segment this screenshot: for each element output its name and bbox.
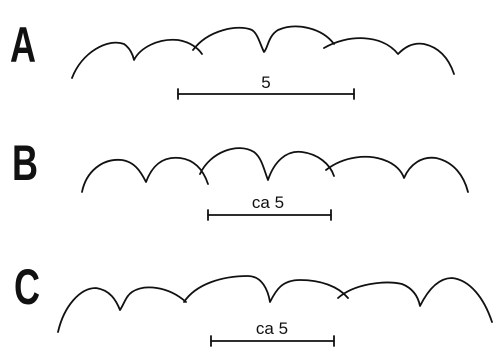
panel-c-outline-right (337, 277, 493, 323)
panel-b-outline-right (325, 155, 469, 193)
panel-b-drawing (81, 147, 469, 221)
panel-a-outline-right (323, 37, 455, 75)
panel-a-scale-label: 5 (261, 73, 271, 92)
panel-b-scale-label: ca 5 (251, 193, 285, 212)
panel-c-outline-middle (183, 275, 349, 303)
panel-b-letter: B (12, 135, 38, 191)
panel-a-outline-left (71, 38, 203, 79)
panel-a-letter: A (10, 17, 36, 73)
panel-c-outline-left (57, 286, 187, 333)
panel-c-letter: C (14, 259, 40, 315)
panel-a-scale-bar (177, 88, 355, 100)
panel-b-outline-left (81, 156, 209, 193)
panel-a-drawing (71, 25, 455, 100)
panel-b-scale-bar (207, 209, 332, 221)
panel-c-scale-label: ca 5 (255, 319, 289, 338)
panel-a-outline-middle (192, 25, 335, 53)
panel-c-drawing (57, 275, 493, 347)
panel-c-scale-bar (210, 335, 335, 347)
panel-b-outline-middle (199, 147, 335, 181)
